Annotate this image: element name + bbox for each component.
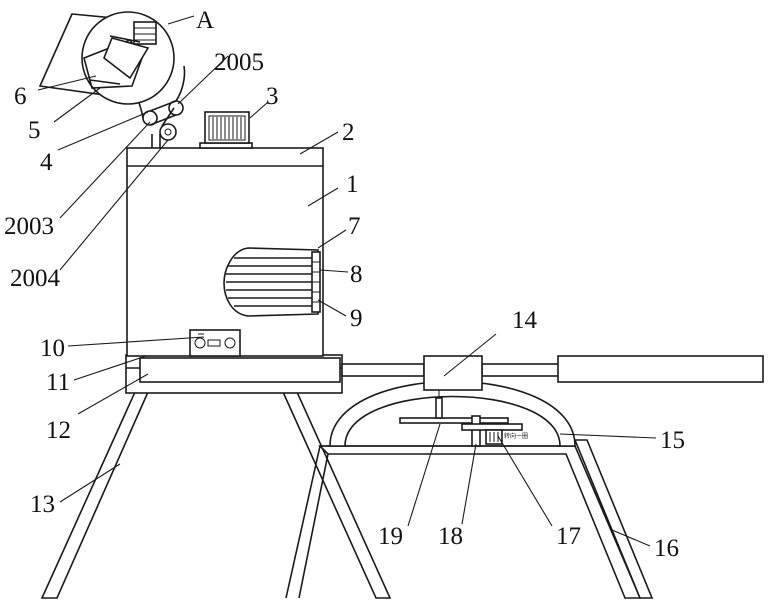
- slide-arm-14: [342, 356, 763, 390]
- label-15: 15: [660, 427, 685, 454]
- motor-plate-text: 转向一圈: [504, 432, 528, 440]
- control-panel-10: [190, 330, 240, 356]
- label-9: 9: [350, 305, 363, 332]
- heating-tubes-8: [226, 258, 312, 306]
- base-plate-11-12: [126, 355, 342, 393]
- label-4: 4: [40, 149, 53, 176]
- label-17: 17: [556, 523, 581, 550]
- label-16: 16: [654, 535, 679, 562]
- label-2: 2: [342, 119, 355, 146]
- label-18: 18: [438, 523, 463, 550]
- label-6: 6: [14, 83, 27, 110]
- label-10: 10: [40, 335, 65, 362]
- label-11: 11: [46, 369, 70, 396]
- fan-3: [205, 112, 249, 143]
- label-14: 14: [512, 307, 538, 334]
- label-19: 19: [378, 523, 403, 550]
- label-7: 7: [348, 213, 361, 240]
- heating-window-7-8-9: [224, 248, 320, 316]
- label-3: 3: [266, 83, 279, 110]
- detail-A: [40, 12, 174, 104]
- label-5: 5: [28, 117, 41, 144]
- label-1: 1: [346, 171, 359, 198]
- dome-cover-15: [330, 382, 575, 447]
- label-2005: 2005: [214, 49, 264, 76]
- label-2003: 2003: [4, 213, 54, 240]
- label-8: 8: [350, 261, 363, 288]
- label-A: A: [196, 7, 214, 34]
- label-12: 12: [46, 417, 71, 444]
- motor-17: 转向一圈: [486, 430, 528, 444]
- label-2004: 2004: [10, 265, 61, 292]
- label-13: 13: [30, 491, 55, 518]
